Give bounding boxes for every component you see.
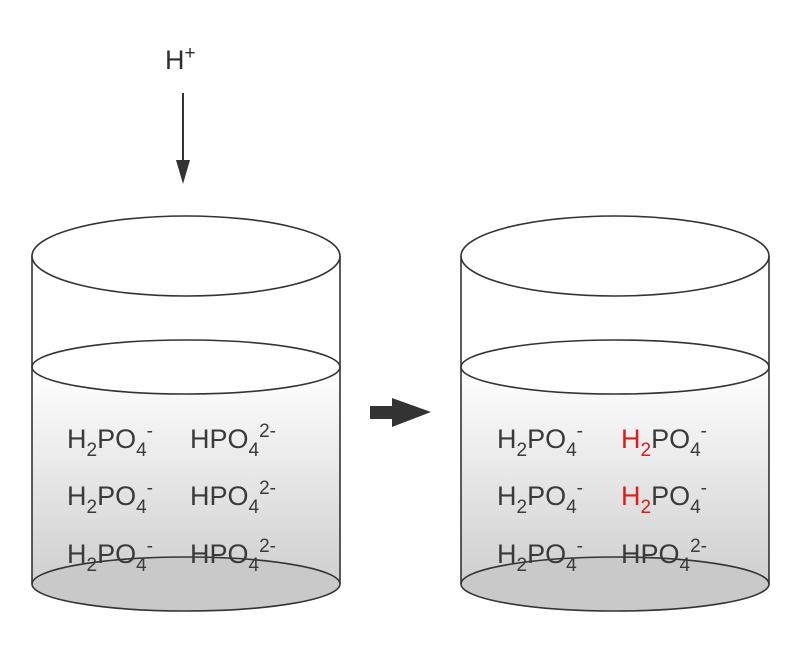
ion-formula-highlighted: H2PO4- xyxy=(621,421,707,461)
ion-formula: H2PO4- xyxy=(497,478,583,518)
ions-before: H2PO4- HPO42- H2PO4- HPO42- H2PO4- HPO42- xyxy=(67,421,276,576)
beaker-rim xyxy=(31,215,341,297)
ion-formula: H2PO4- xyxy=(497,536,583,576)
liquid-after xyxy=(460,339,770,612)
ions-after: H2PO4- H2PO4- H2PO4- H2PO4- H2PO4- HPO42- xyxy=(497,421,707,576)
beaker-before: H2PO4- HPO42- H2PO4- HPO42- H2PO4- HPO42- xyxy=(31,215,341,612)
right-arrow-icon xyxy=(370,398,431,427)
liquid-before xyxy=(31,339,341,612)
ion-formula: H2PO4- xyxy=(67,536,153,576)
ion-formula: HPO42- xyxy=(190,478,276,518)
ion-formula: H2PO4- xyxy=(67,478,153,518)
ion-formula: HPO42- xyxy=(190,536,276,576)
ion-formula-highlighted: H2PO4- xyxy=(621,478,707,518)
added-ion-label: H+ xyxy=(165,43,196,75)
down-arrow-icon xyxy=(176,93,190,184)
ion-formula: H2PO4- xyxy=(67,421,153,461)
beaker-after: H2PO4- H2PO4- H2PO4- H2PO4- H2PO4- HPO42- xyxy=(460,215,770,612)
ion-formula: HPO42- xyxy=(621,536,707,576)
beaker-rim xyxy=(460,215,770,297)
ion-formula: H2PO4- xyxy=(497,421,583,461)
ion-formula: HPO42- xyxy=(190,421,276,461)
